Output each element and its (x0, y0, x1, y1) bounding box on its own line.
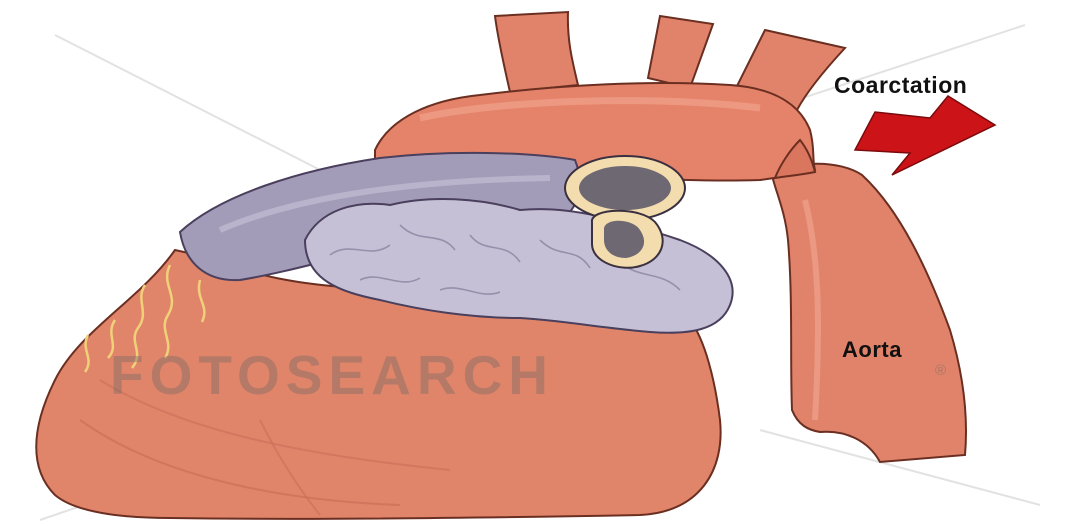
label-aorta: Aorta (842, 337, 902, 363)
coarctation-arrow (855, 96, 995, 175)
label-coarctation: Coarctation (834, 72, 967, 99)
brachiocephalic-artery (495, 12, 578, 92)
watermark-registered-mark: ® (935, 362, 946, 379)
left-common-carotid-artery (648, 16, 713, 88)
watermark-text: FOTOSEARCH (110, 343, 554, 407)
descending-aorta (772, 164, 966, 462)
